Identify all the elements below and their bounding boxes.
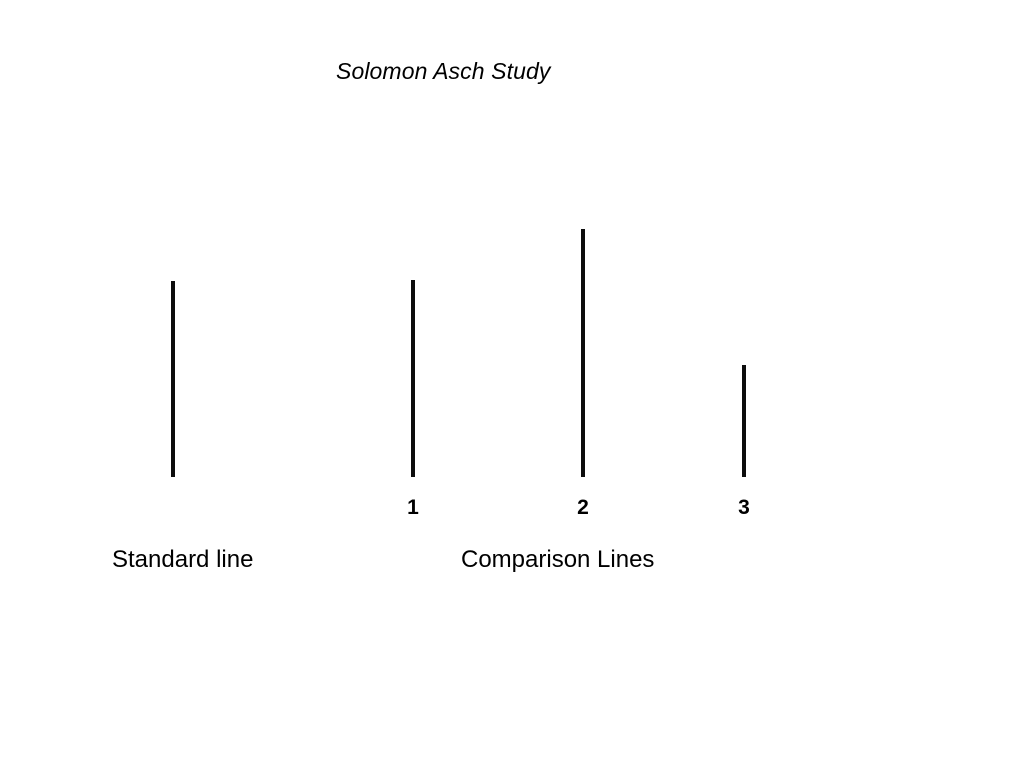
comparison-line-1 [411, 280, 415, 477]
comparison-line-2-label: 2 [577, 496, 589, 519]
comparison-lines-caption: Comparison Lines [461, 546, 655, 573]
standard-line-caption: Standard line [112, 546, 254, 573]
comparison-line-3-label: 3 [738, 496, 750, 519]
comparison-line-2 [581, 229, 585, 477]
comparison-line-1-label: 1 [407, 496, 419, 519]
comparison-line-3 [742, 365, 746, 477]
standard-line [171, 281, 175, 477]
page-title: Solomon Asch Study [336, 58, 551, 84]
